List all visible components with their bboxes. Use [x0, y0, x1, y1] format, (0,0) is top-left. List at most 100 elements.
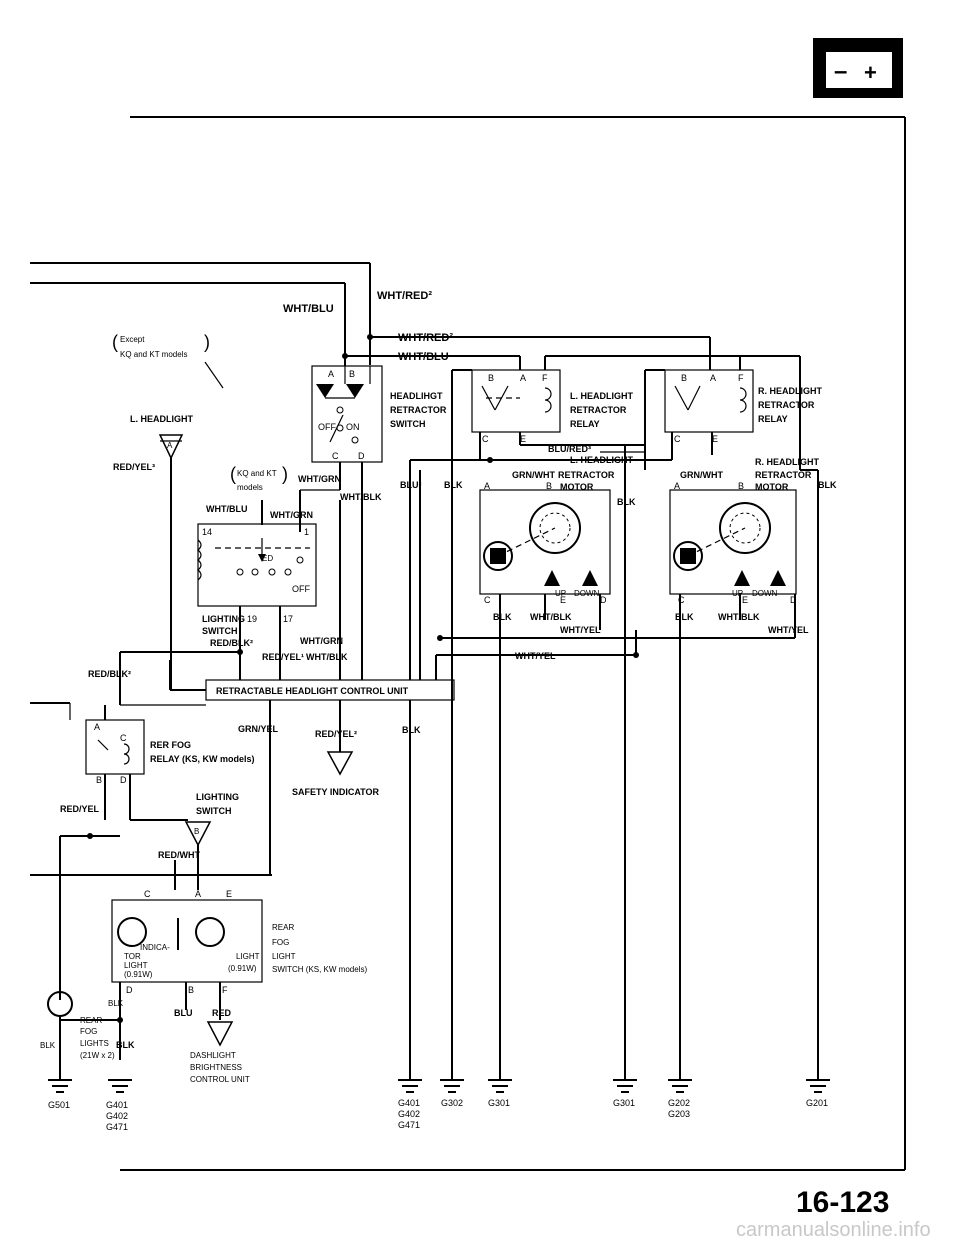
svg-text:GRN/YEL: GRN/YEL	[238, 724, 279, 734]
svg-text:C: C	[482, 434, 489, 444]
ground-g401b	[398, 810, 422, 1093]
svg-text:G471: G471	[398, 1120, 420, 1130]
svg-text:TOR: TOR	[124, 952, 141, 961]
svg-text:A: A	[710, 373, 716, 383]
svg-text:BLK: BLK	[40, 1041, 56, 1050]
svg-text:KQ and KT models: KQ and KT models	[120, 350, 187, 359]
svg-text:Except: Except	[120, 335, 145, 344]
svg-text:F: F	[542, 373, 548, 383]
wire-label: WHT/RED²	[398, 332, 453, 344]
svg-text:G202: G202	[668, 1098, 690, 1108]
svg-text:C: C	[484, 595, 491, 605]
svg-text:BLK: BLK	[818, 480, 837, 490]
svg-text:LIGHTS: LIGHTS	[80, 1039, 109, 1048]
svg-text:BLU/RED³: BLU/RED³	[548, 444, 591, 454]
svg-text:SWITCH: SWITCH	[196, 806, 232, 816]
svg-text:GRN/WHT: GRN/WHT	[680, 470, 723, 480]
svg-text:D: D	[126, 985, 133, 995]
svg-text:14: 14	[202, 527, 212, 537]
svg-text:E: E	[712, 434, 718, 444]
svg-text:A: A	[167, 441, 173, 450]
ground-g302	[440, 680, 464, 1093]
headlight-retractor-switch[interactable]: A B OFF ON C D HEADLIHGT RETRACTOR SWITC…	[311, 365, 447, 680]
svg-text:G301: G301	[613, 1098, 635, 1108]
svg-text:WHT/YEL: WHT/YEL	[515, 651, 556, 661]
top-feeds: WHT/RED² WHT/BLU WHT/RED² WHT/BLU	[283, 263, 710, 366]
svg-text:DOWN: DOWN	[574, 589, 600, 598]
svg-text:RETRACTOR: RETRACTOR	[570, 405, 627, 415]
svg-text:WHT/BLK: WHT/BLK	[306, 652, 348, 662]
svg-text:REAR: REAR	[272, 923, 294, 932]
svg-text:KQ and KT: KQ and KT	[237, 469, 277, 478]
svg-text:models: models	[237, 483, 263, 492]
svg-text:RED/BLK²: RED/BLK²	[210, 638, 253, 648]
svg-text:G301: G301	[488, 1098, 510, 1108]
svg-text:RETRACTOR: RETRACTOR	[390, 405, 447, 415]
svg-text:(: (	[112, 332, 118, 352]
svg-text:17: 17	[283, 614, 293, 624]
svg-text:B: B	[546, 481, 552, 491]
svg-text:A: A	[484, 481, 490, 491]
svg-text:WHT/YEL: WHT/YEL	[560, 625, 601, 635]
svg-text:D: D	[358, 451, 365, 461]
rear-fog-light-switch[interactable]: C A E INDICA- TOR LIGHT (0.91W) LIGHT (0…	[60, 889, 367, 1084]
ground-g301a	[488, 810, 512, 1093]
svg-text:ED: ED	[262, 554, 273, 563]
svg-text:A: A	[674, 481, 680, 491]
svg-text:G402: G402	[106, 1111, 128, 1121]
right-retractor-relay[interactable]: B A F C E R. HEADLIGHT RETRACTOR RELAY	[664, 369, 823, 444]
svg-text:WHT/YEL: WHT/YEL	[768, 625, 809, 635]
watermark: carmanualsonline.info	[736, 1219, 931, 1241]
svg-text:B: B	[96, 775, 102, 785]
svg-text:WHT/BLK: WHT/BLK	[530, 612, 572, 622]
svg-text:BLK: BLK	[444, 480, 463, 490]
svg-text:A: A	[328, 369, 334, 379]
svg-text:WHT/BLK: WHT/BLK	[718, 612, 760, 622]
svg-text:(0.91W): (0.91W)	[228, 964, 257, 973]
svg-text:–: –	[834, 58, 847, 85]
svg-text:DASHLIGHT: DASHLIGHT	[190, 1051, 236, 1060]
svg-text:OFF: OFF	[318, 422, 336, 432]
wire-label: WHT/BLU	[283, 303, 334, 315]
svg-text:SWITCH: SWITCH	[202, 626, 238, 636]
svg-text:BLU: BLU	[174, 1008, 193, 1018]
svg-text:C: C	[332, 451, 339, 461]
svg-text:BLK: BLK	[108, 999, 124, 1008]
left-retractor-motor[interactable]: L. HEADLIGHT RETRACTOR MOTOR A B UP DOWN…	[479, 455, 633, 605]
svg-text:B: B	[194, 827, 199, 836]
svg-text:REAR: REAR	[80, 1016, 102, 1025]
lighting-switch-lower[interactable]: LIGHTING SWITCH B RED/WHT	[158, 792, 239, 890]
svg-text:E: E	[226, 889, 232, 899]
svg-text:RED/YEL³: RED/YEL³	[113, 462, 155, 472]
svg-text:L. HEADLIGHT: L. HEADLIGHT	[570, 455, 633, 465]
svg-text:RER FOG: RER FOG	[150, 740, 191, 750]
svg-text:UP: UP	[732, 589, 743, 598]
svg-text:RETRACTOR: RETRACTOR	[755, 470, 812, 480]
svg-text:C: C	[144, 889, 151, 899]
svg-text:WHT/GRN: WHT/GRN	[270, 510, 313, 520]
right-retractor-motor[interactable]: R. HEADLIGHT RETRACTOR MOTOR A B UP DOWN…	[669, 457, 820, 605]
svg-text:D: D	[600, 595, 607, 605]
svg-text:GRN/WHT: GRN/WHT	[512, 470, 555, 480]
rear-fog-relay[interactable]: A C B D RER FOG RELAY (KS, KW models) RE…	[59, 703, 255, 1000]
left-retractor-relay[interactable]: B A F C E L. HEADLIGHT RETRACTOR RELAY	[471, 369, 633, 444]
svg-text:R. HEADLIGHT: R. HEADLIGHT	[755, 457, 820, 467]
svg-text:CONTROL UNIT: CONTROL UNIT	[190, 1075, 250, 1084]
svg-text:19: 19	[247, 614, 257, 624]
svg-text:B: B	[681, 373, 687, 383]
svg-text:RELAY (KS, KW models): RELAY (KS, KW models)	[150, 754, 255, 764]
svg-text:A: A	[94, 722, 100, 732]
svg-text:LIGHT: LIGHT	[272, 952, 296, 961]
ground-labels: G501 G401 G402 G471 G401 G402 G471 G302 …	[48, 1098, 828, 1132]
svg-text:G401: G401	[398, 1098, 420, 1108]
ground-g301b	[613, 810, 637, 1093]
retractable-headlight-control-unit[interactable]: RETRACTABLE HEADLIGHT CONTROL UNIT GRN/Y…	[169, 500, 455, 875]
svg-text:R. HEADLIGHT: R. HEADLIGHT	[758, 386, 823, 396]
svg-text:RED/BLK²: RED/BLK²	[88, 669, 131, 679]
svg-text:G201: G201	[806, 1098, 828, 1108]
svg-text:LIGHTING: LIGHTING	[196, 792, 239, 802]
svg-text:B: B	[488, 373, 494, 383]
page-number: 16-123	[796, 1186, 889, 1219]
lighting-switch[interactable]: WHT/BLU WHT/GRN 14 1 ED OFF LIGHTING SWI…	[120, 490, 348, 662]
svg-text:RED/WHT: RED/WHT	[158, 850, 200, 860]
